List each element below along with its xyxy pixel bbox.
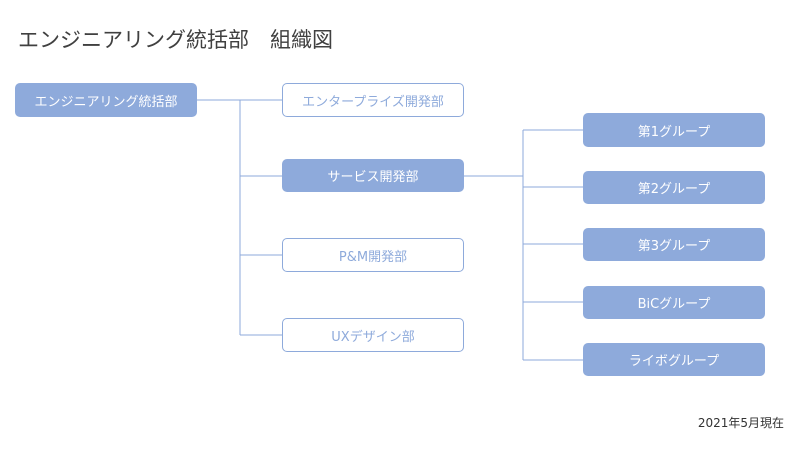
group-label: 第3グループ — [637, 239, 711, 254]
group-label: ライボグループ — [628, 354, 720, 369]
org-node-department: サービス開発部 — [282, 159, 464, 192]
department-label: エンタープライズ開発部 — [302, 94, 444, 110]
org-node-group: 第2グループ — [583, 171, 765, 204]
org-node-group: ライボグループ — [583, 343, 765, 376]
org-node-department: P&M開発部 — [282, 238, 464, 272]
department-label: サービス開発部 — [327, 170, 419, 185]
as-of-date-note: 2021年5月現在 — [697, 416, 784, 430]
org-node-department: UXデザイン部 — [282, 318, 464, 352]
page-title: エンジニアリング統括部 組織図 — [18, 28, 333, 52]
org-node-group: BiCグループ — [583, 286, 765, 319]
group-label: 第2グループ — [637, 182, 711, 197]
group-label: 第1グループ — [637, 124, 711, 140]
department-label: UXデザイン部 — [331, 329, 415, 345]
org-node-group: 第1グループ — [583, 113, 765, 147]
org-node-group: 第3グループ — [583, 228, 765, 261]
org-node-root-label: エンジニアリング統括部 — [34, 94, 178, 110]
org-node-department: エンタープライズ開発部 — [282, 83, 464, 117]
department-label: P&M開発部 — [338, 249, 408, 265]
group-label: BiCグループ — [637, 297, 711, 312]
org-node-root: エンジニアリング統括部 — [15, 83, 197, 117]
